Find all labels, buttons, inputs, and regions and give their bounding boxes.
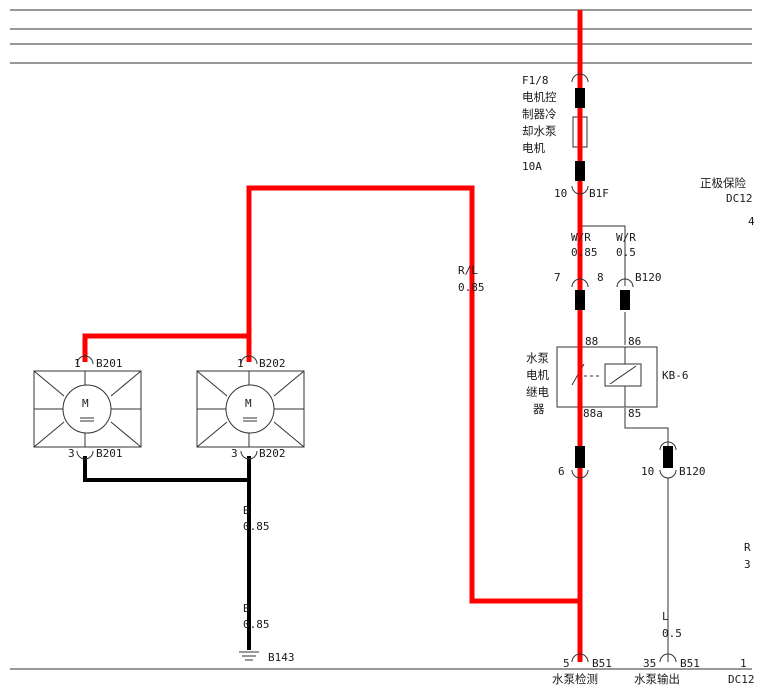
- b120-top-connector: B120: [635, 271, 662, 284]
- connector-arcs: [76, 73, 677, 663]
- wire-l-gauge: 0.5: [662, 627, 682, 640]
- bottom-label1: 水泵检测: [552, 672, 598, 686]
- motor1-bottom-pin: 3: [68, 447, 75, 460]
- motor-2: [196, 370, 305, 448]
- fuse-name-line2: 制器冷: [522, 107, 557, 121]
- fuse-name-line3: 却水泵: [522, 124, 557, 138]
- wire-rl-gauge: 0.85: [458, 281, 485, 294]
- relay-pin-86: 86: [628, 335, 641, 348]
- relay-pin-88a: 88a: [583, 407, 603, 420]
- wire-b2-color: B: [243, 602, 250, 615]
- fuse-connector: B1F: [589, 187, 609, 200]
- fuse-rating: 10A: [522, 160, 542, 173]
- pin-6: 6: [558, 465, 565, 478]
- b120-top-pin2: 8: [597, 271, 604, 284]
- motor2-top-pin: 1: [237, 357, 244, 370]
- relay-name-line3: 继电: [526, 385, 549, 399]
- wire-rl-color: R/L: [458, 264, 478, 277]
- relay-pin-85: 85: [628, 407, 641, 420]
- motor2-bottom-conn: B202: [259, 447, 286, 460]
- bottom-label3: DC12: [728, 673, 755, 686]
- wire-b1-gauge: 0.85: [243, 520, 270, 533]
- right-edge-label2: 3: [744, 558, 751, 571]
- relay-id: KB-6: [662, 369, 689, 382]
- relay-name-line4: 器: [533, 402, 545, 416]
- fuse-name-line1: 电机控: [522, 90, 557, 104]
- bottom-pin1: 5: [563, 657, 570, 670]
- motor1-top-conn: B201: [96, 357, 123, 370]
- relay-pin-88: 88: [585, 335, 598, 348]
- ground-connector: B143: [268, 651, 295, 664]
- motor1-top-pin: 1: [74, 357, 81, 370]
- wire-l-color: L: [662, 610, 669, 623]
- positive-fuse-dc-label: DC12: [726, 192, 753, 205]
- top-bus-lines: [10, 9, 752, 64]
- connector-pins: [575, 88, 673, 468]
- motor2-bottom-pin: 3: [231, 447, 238, 460]
- bottom-conn1: B51: [592, 657, 612, 670]
- relay-name-line1: 水泵: [526, 351, 549, 365]
- b120-bottom-pin: 10: [641, 465, 654, 478]
- red-wires: [82, 10, 583, 662]
- relay-kb6: [556, 346, 658, 408]
- positive-fuse-mark: 4: [748, 215, 755, 228]
- motor2-symbol: M: [245, 397, 252, 410]
- right-edge-label1: R: [744, 541, 751, 554]
- positive-fuse-label: 正极保险: [700, 176, 746, 190]
- thin-wires: [580, 225, 669, 662]
- relay-name-line2: 电机: [526, 368, 549, 382]
- black-wires: [83, 456, 251, 650]
- bottom-label2: 水泵输出: [634, 672, 680, 686]
- motor2-top-conn: B202: [259, 357, 286, 370]
- wire-wr1-gauge: 0.85: [571, 246, 598, 259]
- b120-bottom-connector: B120: [679, 465, 706, 478]
- bottom-pin2: 35: [643, 657, 656, 670]
- bottom-pin3: 1: [740, 657, 747, 670]
- wire-wr1-color: W/R: [571, 231, 591, 244]
- ground-icon: [239, 651, 259, 661]
- b120-top-pin1: 7: [554, 271, 561, 284]
- wire-b1-color: B: [243, 504, 250, 517]
- fuse-pin: 10: [554, 187, 567, 200]
- wire-wr2-color: W/R: [616, 231, 636, 244]
- motor1-symbol: M: [82, 397, 89, 410]
- bottom-conn2: B51: [680, 657, 700, 670]
- fuse-name-line4: 电机: [522, 141, 545, 155]
- motor1-bottom-conn: B201: [96, 447, 123, 460]
- motor-1: [33, 370, 142, 448]
- wire-wr2-gauge: 0.5: [616, 246, 636, 259]
- wire-b2-gauge: 0.85: [243, 618, 270, 631]
- fuse-id: F1/8: [522, 74, 549, 87]
